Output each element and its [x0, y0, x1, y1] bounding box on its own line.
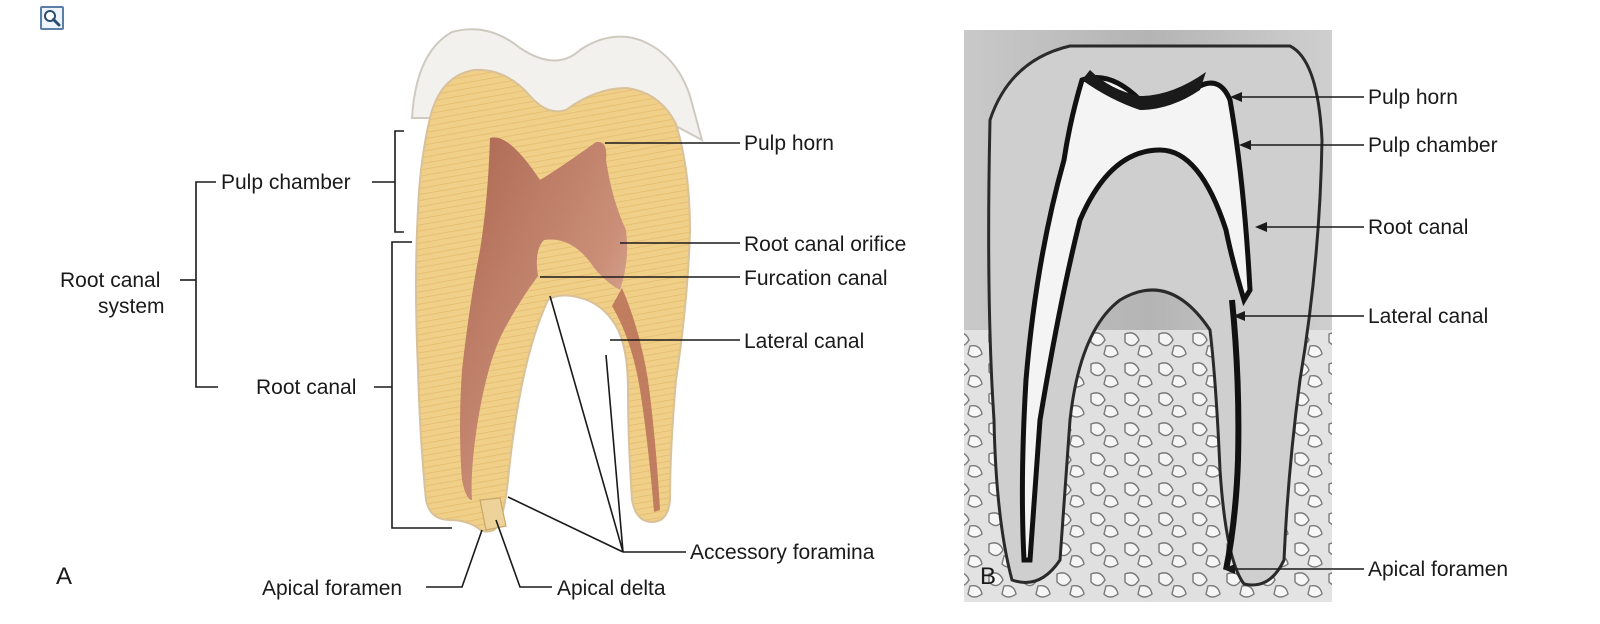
b-label-root-canal: Root canal: [1368, 216, 1468, 239]
b-label-apical-foramen: Apical foramen: [1368, 558, 1508, 581]
panel-a-letter: A: [56, 563, 72, 590]
label-pulp-horn: Pulp horn: [744, 132, 834, 155]
label-accessory-foramina: Accessory foramina: [690, 541, 875, 564]
label-root-canal-system-2: system: [98, 295, 165, 318]
b-label-pulp-horn: Pulp horn: [1368, 86, 1458, 109]
label-root-canal-system: Root canal: [60, 269, 160, 292]
panel-a-illustration: [412, 29, 702, 531]
label-furcation-canal: Furcation canal: [744, 267, 888, 290]
panel-b-letter: B: [980, 563, 996, 590]
label-pulp-chamber: Pulp chamber: [221, 171, 351, 194]
label-root-canal: Root canal: [256, 376, 356, 399]
label-lateral-canal: Lateral canal: [744, 330, 864, 353]
b-label-lateral-canal: Lateral canal: [1368, 305, 1488, 328]
dentin: [416, 70, 690, 532]
label-root-canal-orifice: Root canal orifice: [744, 233, 906, 256]
label-apical-foramen: Apical foramen: [262, 577, 402, 600]
b-label-pulp-chamber: Pulp chamber: [1368, 134, 1498, 157]
label-apical-delta: Apical delta: [557, 577, 666, 600]
